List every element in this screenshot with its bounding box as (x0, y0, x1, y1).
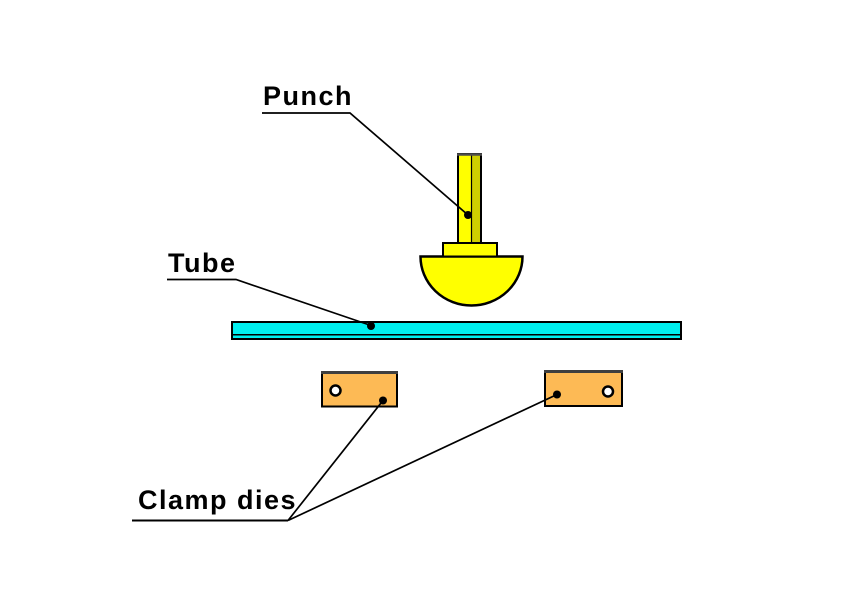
clamp-dies-leader-line-left (287, 399, 384, 522)
clamp-die-left-hole (329, 384, 342, 397)
punch-shaft (457, 153, 482, 245)
clamp-die-right (544, 370, 623, 407)
punch-shaft-shadow (472, 154, 481, 244)
tube-body (231, 321, 682, 340)
tube-leader-dot (367, 322, 375, 330)
punch-collar (442, 242, 498, 258)
punch-leader (262, 112, 472, 219)
punch-leader-dot (464, 211, 472, 219)
tube-leader-line (167, 278, 372, 327)
punch-head (419, 255, 524, 307)
clamp-dies-leader (132, 390, 561, 522)
tube (231, 321, 682, 340)
clamp-dies-leader-dot-left (379, 396, 387, 405)
clamp-dies-leader-line-right (287, 393, 558, 522)
clamp-die-left (321, 371, 398, 408)
clamp-die-right-hole (601, 385, 615, 398)
clamp-dies-label: Clamp dies (138, 485, 298, 515)
punch-label: Punch (263, 81, 354, 111)
punch-leader-line (262, 112, 469, 216)
punch-shaft-highlight (458, 154, 472, 244)
clamp-dies-leader-dot-right (553, 390, 561, 399)
tube-label: Tube (168, 248, 237, 278)
tube-leader (167, 278, 375, 330)
